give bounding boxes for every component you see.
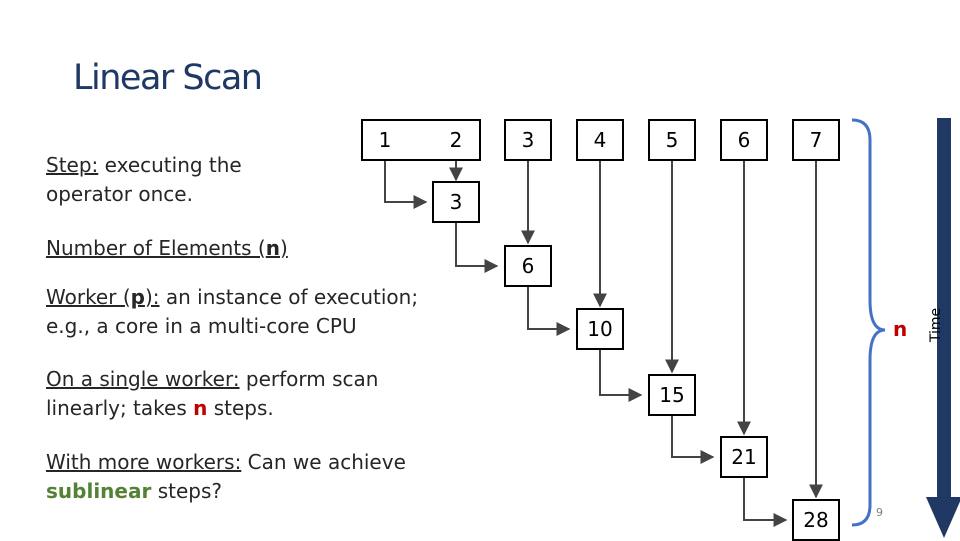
more-line2-sublinear: sublinear (46, 479, 152, 503)
more-term: With more workers: (46, 450, 242, 474)
connector-1-to-3 (384, 161, 428, 209)
more-line2b: steps? (151, 479, 222, 503)
connector-3-to-6 (455, 223, 499, 273)
input-pair-frame (361, 119, 481, 161)
worker-line1: an instance of execution; (159, 285, 419, 309)
sum-step-4: 15 (648, 374, 696, 416)
brace-label-n: n (893, 317, 908, 341)
sum-step-5: 21 (720, 436, 768, 478)
step-line2: operator once. (46, 182, 193, 206)
input-3: 3 (504, 119, 552, 161)
time-arrow (926, 118, 960, 538)
step-term: Step: (46, 153, 99, 177)
input-1: 1 (378, 128, 392, 152)
single-line1: perform scan (239, 367, 379, 391)
input-2: 2 (449, 128, 463, 152)
sum-step-3: 10 (576, 308, 624, 350)
single-term: On a single worker: (46, 367, 240, 391)
worker-definition: Worker (p): an instance of execution; e.… (46, 283, 418, 341)
input-6: 6 (720, 119, 768, 161)
single-line2b: steps. (207, 396, 274, 420)
connector-10-to-15 (599, 350, 643, 402)
page-title: Linear Scan (73, 58, 263, 98)
worker-prefix: Worker ( (46, 285, 131, 309)
single-worker-text: On a single worker: perform scan linearl… (46, 365, 378, 423)
worker-line2: e.g., a core in a multi-core CPU (46, 314, 357, 338)
worker-suffix: ): (144, 285, 160, 309)
sum-step-2: 6 (504, 245, 552, 287)
input-5: 5 (648, 119, 696, 161)
sum-step-6: 28 (792, 499, 840, 541)
connector-21-to-28 (743, 478, 788, 527)
time-axis-label: Time (928, 307, 944, 343)
connector-6-to-10 (527, 287, 571, 336)
step-definition: Step: executing the operator once. (46, 151, 242, 209)
slide-number: 9 (876, 506, 883, 519)
steps-brace (851, 118, 886, 527)
more-line1: Can we achieve (241, 450, 406, 474)
sum-step-1: 3 (432, 181, 480, 223)
connector-15-to-21 (671, 416, 715, 464)
worker-var: p (130, 285, 145, 309)
elements-prefix: Number of Elements ( (46, 236, 266, 260)
elements-suffix: ) (279, 236, 288, 260)
elements-var: n (265, 236, 280, 260)
single-line2a: linearly; takes (46, 396, 194, 420)
single-line2-n: n (193, 396, 208, 420)
step-line1: executing the (98, 153, 242, 177)
input-7: 7 (792, 119, 840, 161)
input-4: 4 (576, 119, 624, 161)
elements-definition: Number of Elements (n) (46, 234, 288, 263)
more-workers-text: With more workers: Can we achieve sublin… (46, 448, 406, 506)
